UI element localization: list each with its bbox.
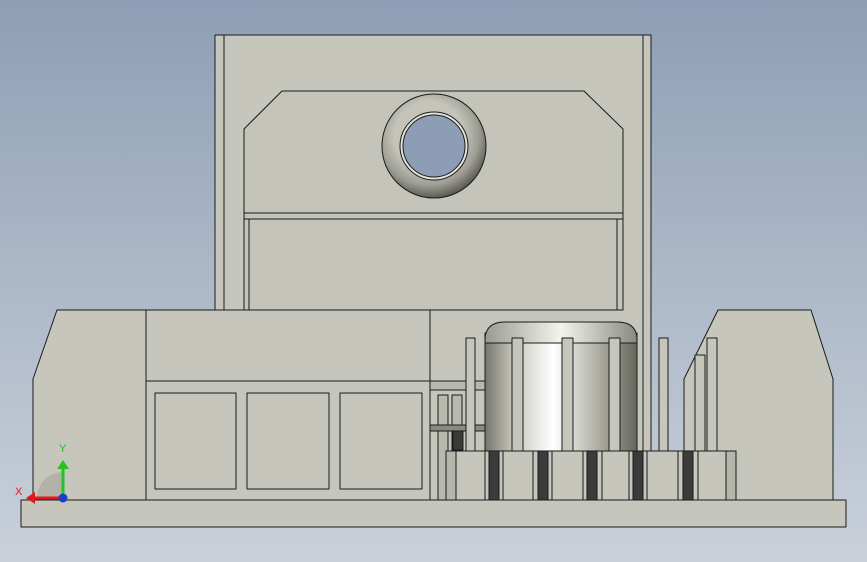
finned-base [445, 450, 737, 501]
y-axis-label: Y [59, 443, 67, 455]
z-axis-dot [58, 493, 68, 503]
axis-triad [26, 460, 69, 504]
counterbore-hole [381, 93, 487, 199]
terminal-cell [246, 392, 330, 490]
upper-bracket [243, 90, 624, 311]
terminal-block [145, 309, 431, 501]
x-axis-label: X [15, 486, 23, 498]
cylinder-part [484, 321, 638, 452]
terminal-cell [339, 392, 423, 490]
terminal-cell [154, 392, 237, 490]
left-side-block [32, 309, 147, 501]
base-plate [20, 499, 847, 528]
